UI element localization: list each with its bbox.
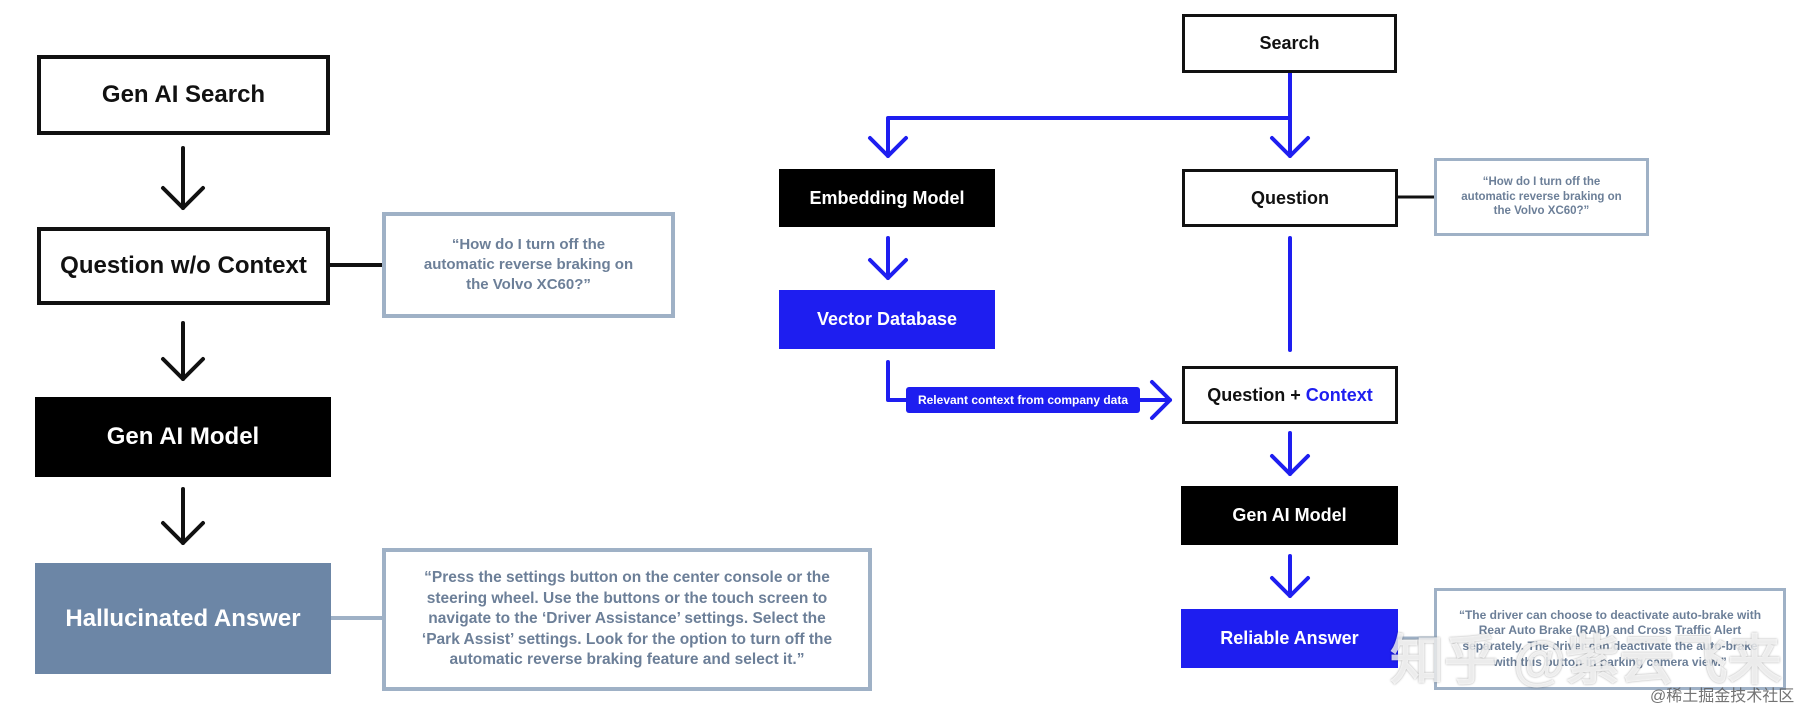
- zhihu-watermark: 知乎 @紫云飞来: [1390, 616, 1782, 695]
- right-arrow-context-to-model: [1270, 431, 1310, 476]
- right-question-quote: “How do I turn off the automatic reverse…: [1434, 158, 1649, 236]
- right-vector-database-node: Vector Database: [779, 290, 995, 349]
- right-context-word: Context: [1305, 384, 1373, 405]
- right-reliable-answer-node: Reliable Answer: [1181, 609, 1398, 668]
- right-question-label: Question: [1250, 187, 1329, 208]
- right-question-quote-text: “How do I turn off the automatic reverse…: [1461, 175, 1622, 218]
- right-relevant-context-text: Relevant context from company data: [917, 393, 1129, 407]
- zhihu-watermark-text: 知乎 @紫云飞来: [1390, 631, 1782, 691]
- right-relevant-context-label: Relevant context from company data: [906, 387, 1140, 413]
- left-question-quote: “How do I turn off the automatic reverse…: [382, 212, 675, 318]
- right-gen-ai-model-label: Gen AI Model: [1232, 505, 1347, 525]
- right-answer-quote: “The driver can choose to deactivate aut…: [1434, 588, 1786, 690]
- left-gen-ai-model-node: Gen AI Model: [35, 397, 331, 477]
- right-question-context-prefix: Question +: [1207, 384, 1306, 405]
- right-question-context-node: Question + Context: [1182, 366, 1398, 424]
- left-arrow-model-to-answer: [161, 487, 205, 545]
- right-embedding-model-label: Embedding Model: [809, 187, 965, 208]
- right-arrow-embedding-to-vector: [868, 236, 908, 280]
- right-reliable-answer-label: Reliable Answer: [1220, 628, 1359, 648]
- right-gen-ai-model-node: Gen AI Model: [1181, 486, 1398, 545]
- right-search-split-connector: [868, 71, 1310, 158]
- left-question-label: Question w/o Context: [60, 252, 307, 279]
- right-search-label: Search: [1259, 33, 1320, 53]
- left-question-quote-text: “How do I turn off the automatic reverse…: [423, 236, 634, 293]
- juejin-watermark-text: @稀土掘金技术社区: [1650, 688, 1795, 705]
- right-answer-quote-text: “The driver can choose to deactivate aut…: [1458, 607, 1762, 669]
- left-arrow-search-to-question: [161, 146, 205, 210]
- left-question-node: Question w/o Context: [37, 227, 330, 305]
- left-arrow-question-to-model: [161, 321, 205, 381]
- right-vector-database-label: Vector Database: [816, 309, 958, 329]
- left-gen-ai-search-label: Gen AI Search: [101, 81, 266, 108]
- juejin-watermark: @稀土掘金技术社区: [1650, 682, 1794, 706]
- left-answer-quote: “Press the settings button on the center…: [382, 548, 872, 691]
- right-embedding-model-node: Embedding Model: [779, 169, 995, 227]
- right-search-node: Search: [1182, 14, 1397, 73]
- left-gen-ai-search-node: Gen AI Search: [37, 55, 330, 135]
- right-arrow-model-to-answer: [1270, 554, 1310, 598]
- left-answer-quote-text: “Press the settings button on the center…: [421, 569, 833, 669]
- left-hallucinated-answer-label: Hallucinated Answer: [65, 604, 301, 632]
- left-hallucinated-answer-node: Hallucinated Answer: [35, 563, 331, 674]
- left-gen-ai-model-label: Gen AI Model: [106, 423, 260, 450]
- right-question-context-label: Question + Context: [1207, 385, 1373, 406]
- right-question-node: Question: [1182, 169, 1398, 227]
